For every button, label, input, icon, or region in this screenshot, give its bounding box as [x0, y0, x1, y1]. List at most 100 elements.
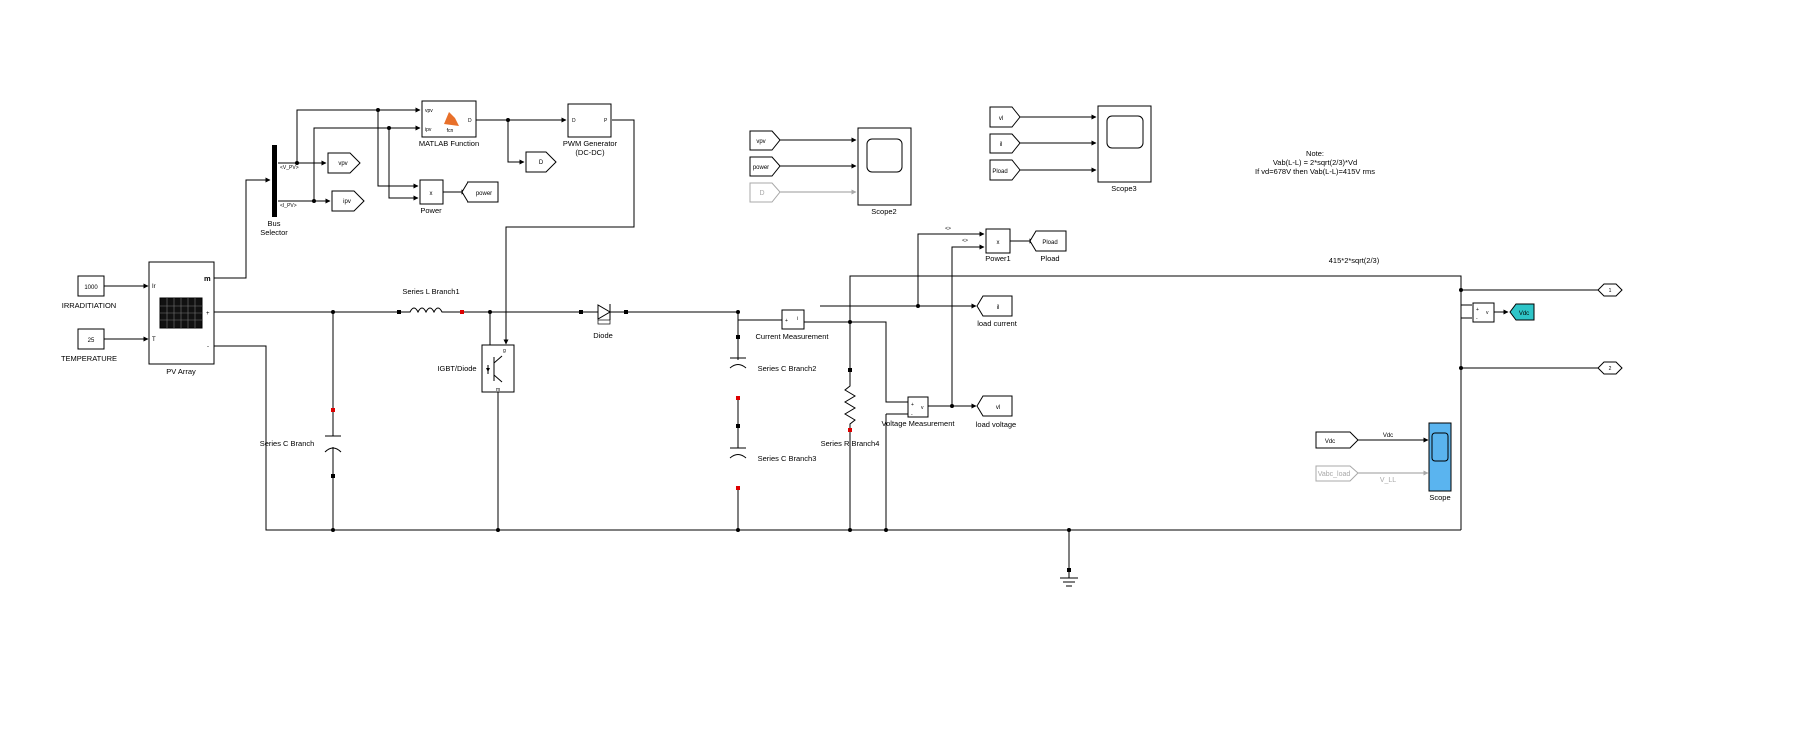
outport-2-number: 2	[1609, 366, 1612, 372]
pv-array-block[interactable]: Ir T m + - PV Array	[148, 261, 215, 376]
igbt-diode-block[interactable]: g m IGBT/Diode	[437, 344, 515, 393]
pv-port-ir: Ir	[152, 284, 156, 290]
power1-signal-a: <>	[945, 226, 951, 232]
vm-symbol: v	[921, 405, 924, 411]
outport-1[interactable]: 1	[1597, 283, 1623, 297]
diode-label: Diode	[593, 331, 613, 340]
from-vabc-signal: V_LL	[1380, 477, 1396, 484]
from-vdc-signal: Vdc	[1383, 433, 1393, 439]
from-d[interactable]: D	[749, 182, 781, 203]
cm-sign: +	[785, 318, 788, 324]
vdc-measurement-block[interactable]: + - v	[1472, 302, 1495, 323]
goto-vpv[interactable]: vpv	[327, 152, 361, 174]
goto-ipv[interactable]: ipv	[331, 190, 365, 212]
from-vpv-text: vpv	[756, 139, 765, 145]
bus-selector-block[interactable]: <V_PV> <I_PV> Bus Selector	[260, 145, 299, 237]
ground-symbol	[1060, 568, 1078, 587]
diode-block[interactable]: Diode	[579, 304, 628, 340]
temperature-value: 25	[88, 338, 95, 344]
scope2-block[interactable]: Scope2	[857, 127, 912, 216]
from-vabc-text: Vabc_load	[1318, 471, 1351, 478]
current-measurement-block[interactable]: + i Current Measurement	[756, 309, 830, 341]
temperature-constant[interactable]: 25 TEMPERATURE	[61, 328, 117, 363]
goto-il[interactable]: il load current	[976, 295, 1018, 328]
note-line-3: If vd=678V then Vab(L-L)=415V rms	[1255, 167, 1375, 176]
temperature-label: TEMPERATURE	[61, 354, 117, 363]
gain-expression-label: 415*2*sqrt(2/3)	[1329, 256, 1380, 265]
voltage-measurement-label: Voltage Measurement	[882, 419, 956, 428]
mf-in-vpv: vpv	[425, 108, 433, 114]
pwm-generator-block[interactable]: D P PWM Generator (DC-DC)	[563, 103, 618, 157]
from-il[interactable]: il	[989, 133, 1021, 154]
igbt-port-m: m	[496, 387, 500, 393]
from-vpv[interactable]: vpv	[749, 130, 781, 151]
goto-power[interactable]: power	[461, 181, 499, 203]
series-c-branch3[interactable]: Series C Branch3	[729, 424, 817, 490]
goto-il-text: il	[997, 305, 1000, 311]
goto-pload[interactable]: Pload Pload	[1029, 230, 1067, 263]
from-power-text: power	[753, 165, 769, 171]
mf-out-d: D	[468, 118, 472, 124]
from-vdc-text: Vdc	[1325, 439, 1335, 445]
mf-fcn-text: fcn	[447, 128, 454, 134]
product-power-label: Power	[420, 206, 442, 215]
goto-pload-text: Pload	[1042, 240, 1057, 246]
igbt-port-g: g	[503, 348, 506, 354]
product-power-symbol: x	[430, 191, 433, 197]
note-line-2: Vab(L-L) = 2*sqrt(2/3)*Vd	[1273, 158, 1357, 167]
from-pload[interactable]: Pload	[989, 159, 1021, 181]
power1-signal-b: <>	[962, 238, 968, 244]
series-r-branch4[interactable]: Series R Branch4	[821, 368, 880, 448]
goto-d[interactable]: D	[525, 151, 557, 173]
outport-2[interactable]: 2	[1597, 361, 1623, 375]
power-connections	[214, 275, 1602, 570]
scope3-block[interactable]: Scope3	[1097, 105, 1152, 193]
solar-panel-icon	[159, 297, 203, 329]
note-annotation[interactable]: Note: Vab(L-L) = 2*sqrt(2/3)*Vd If vd=67…	[1255, 149, 1375, 176]
mf-in-ipv: ipv	[425, 127, 432, 133]
scope2-label: Scope2	[871, 207, 896, 216]
goto-il-label: load current	[977, 319, 1018, 328]
goto-vdc[interactable]: Vdc	[1509, 303, 1535, 321]
goto-vl-label: load voltage	[976, 420, 1016, 429]
series-c-branch[interactable]: Series C Branch	[260, 408, 342, 478]
bus-signal-ipv: <I_PV>	[280, 203, 297, 209]
series-l-branch1[interactable]: Series L Branch1	[397, 287, 464, 314]
product-power1-block[interactable]: x Power1 <> <>	[945, 226, 1011, 263]
irradiation-value: 1000	[84, 285, 98, 291]
series-l-label: Series L Branch1	[402, 287, 459, 296]
from-vabc-load[interactable]: Vabc_load V_LL	[1315, 465, 1396, 484]
cm-symbol: i	[797, 316, 798, 322]
from-pload-text: Pload	[992, 169, 1007, 175]
irradiation-constant[interactable]: 1000 IRRADITIATION	[62, 275, 116, 310]
goto-vl[interactable]: vl load voltage	[976, 395, 1016, 429]
bus-signal-vpv: <V_PV>	[280, 165, 299, 171]
power1-symbol: x	[997, 240, 1000, 246]
series-c-branch2[interactable]: Series C Branch2	[729, 335, 816, 400]
matlab-function-block[interactable]: vpv ipv D fcn MATLAB Function	[419, 100, 479, 148]
vm-minus-sign: -	[911, 412, 913, 418]
pwm-label-2: (DC-DC)	[575, 148, 605, 157]
vm-plus-sign: +	[911, 402, 914, 408]
series-c3-label: Series C Branch3	[758, 454, 817, 463]
irradiation-label: IRRADITIATION	[62, 301, 116, 310]
from-vdc[interactable]: Vdc Vdc	[1315, 431, 1393, 449]
from-il-text: il	[1000, 142, 1003, 148]
voltage-measurement-block[interactable]: + - v Voltage Measurement	[882, 396, 956, 428]
vdc-plus-sign: +	[1476, 307, 1479, 313]
from-vl-text: vl	[999, 116, 1003, 122]
pv-port-plus: +	[206, 311, 210, 317]
series-c-label: Series C Branch	[260, 439, 315, 448]
from-vl[interactable]: vl	[989, 106, 1021, 128]
scope-block[interactable]: Scope	[1428, 422, 1452, 502]
goto-ipv-text: ipv	[343, 199, 351, 205]
pv-port-t: T	[152, 337, 156, 343]
scope-label: Scope	[1429, 493, 1450, 502]
series-r4-label: Series R Branch4	[821, 439, 880, 448]
note-line-1: Note:	[1306, 149, 1324, 158]
product-power-block[interactable]: x Power	[419, 179, 444, 215]
from-d-text: D	[759, 190, 764, 197]
vdc-meas-symbol: v	[1486, 310, 1489, 316]
from-power[interactable]: power	[749, 156, 781, 177]
